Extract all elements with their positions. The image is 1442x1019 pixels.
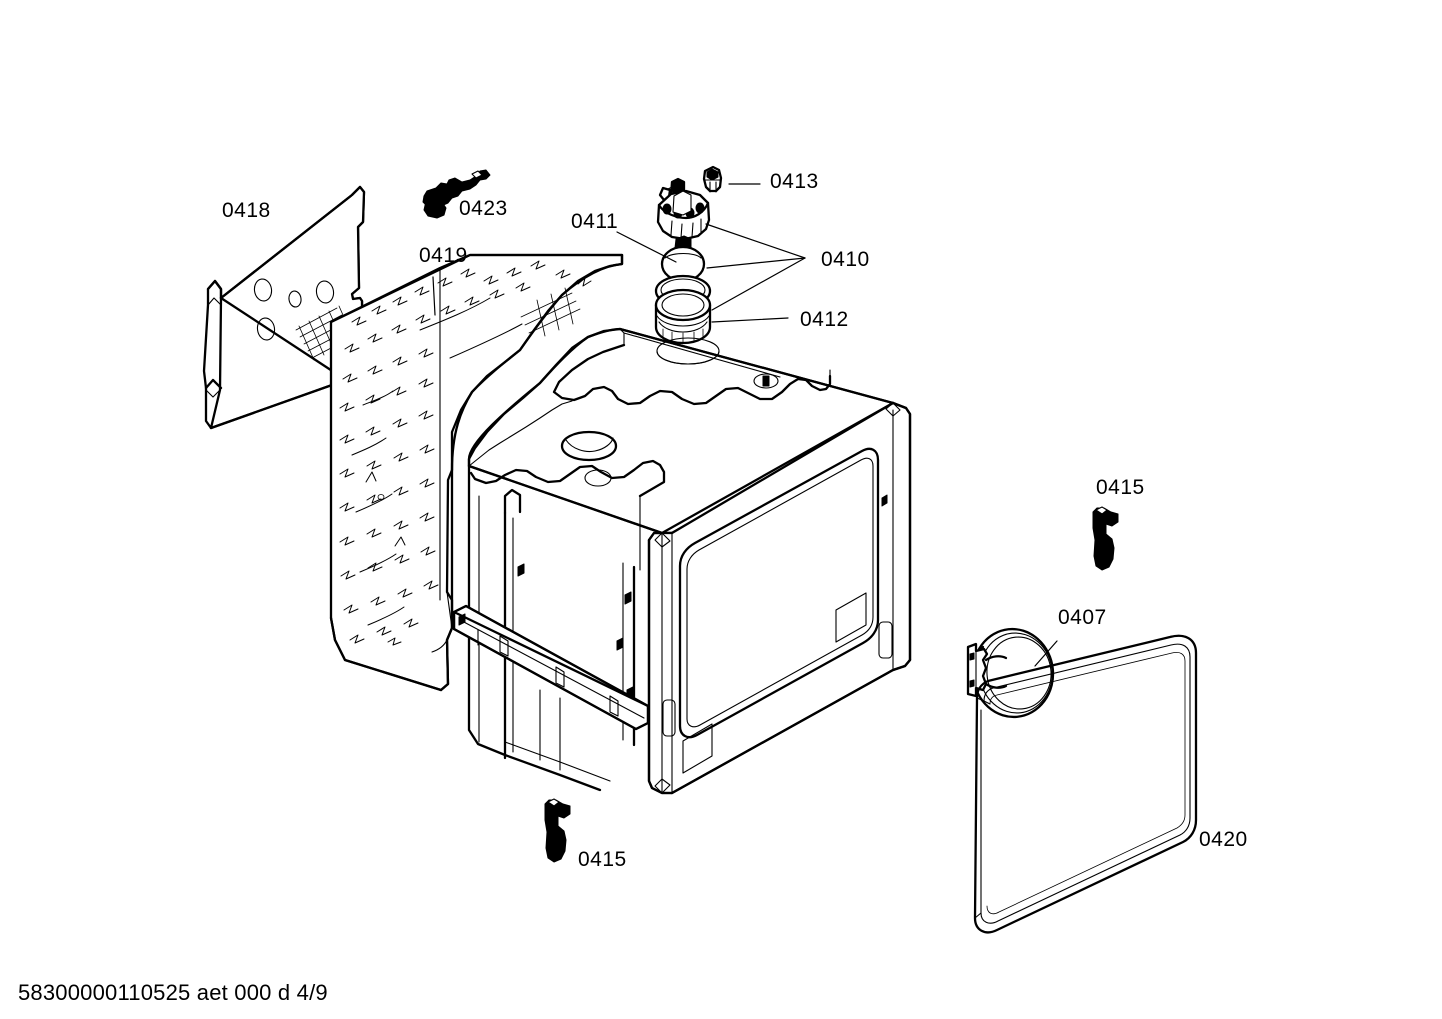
part-0419-insulation-mat[interactable] [329, 253, 624, 692]
callout-0407: 0407 [1058, 606, 1107, 629]
callout-0418: 0418 [222, 199, 271, 222]
part-0412-lamp-glass-cover[interactable] [654, 288, 712, 345]
callout-0410: 0410 [821, 248, 870, 271]
callout-0420: 0420 [1199, 828, 1248, 851]
part-0410-lamp-socket[interactable] [656, 177, 711, 252]
insulation-vent-hatch [520, 287, 581, 337]
oven-cavity-body[interactable] [452, 327, 912, 795]
part-0415-hinge-receiver-upper[interactable] [1092, 506, 1119, 571]
part-0420-door-seal-gasket[interactable] [973, 634, 1198, 934]
insulation-texture [339, 260, 592, 646]
callout-leaders-lamp [616, 183, 806, 323]
callout-0419: 0419 [419, 244, 468, 267]
callout-0413: 0413 [770, 170, 819, 193]
callout-0423: 0423 [459, 197, 508, 220]
footer-document-code: 58300000110525 aet 000 d 4/9 [18, 980, 328, 1005]
callout-0412: 0412 [800, 308, 849, 331]
part-0423-door-switch-bracket[interactable] [422, 169, 491, 219]
part-0415-hinge-receiver-lower[interactable] [544, 798, 571, 863]
callout-labels: 0418 0423 0419 0413 0411 0410 0412 0415 … [222, 170, 1248, 871]
callout-0411: 0411 [571, 210, 618, 233]
part-0407-circular-heating-element[interactable] [966, 625, 1058, 721]
part-0413-lamp-terminal-clip[interactable] [702, 165, 723, 193]
callout-0415-upper: 0415 [1096, 476, 1145, 499]
callout-0415-lower: 0415 [578, 848, 627, 871]
